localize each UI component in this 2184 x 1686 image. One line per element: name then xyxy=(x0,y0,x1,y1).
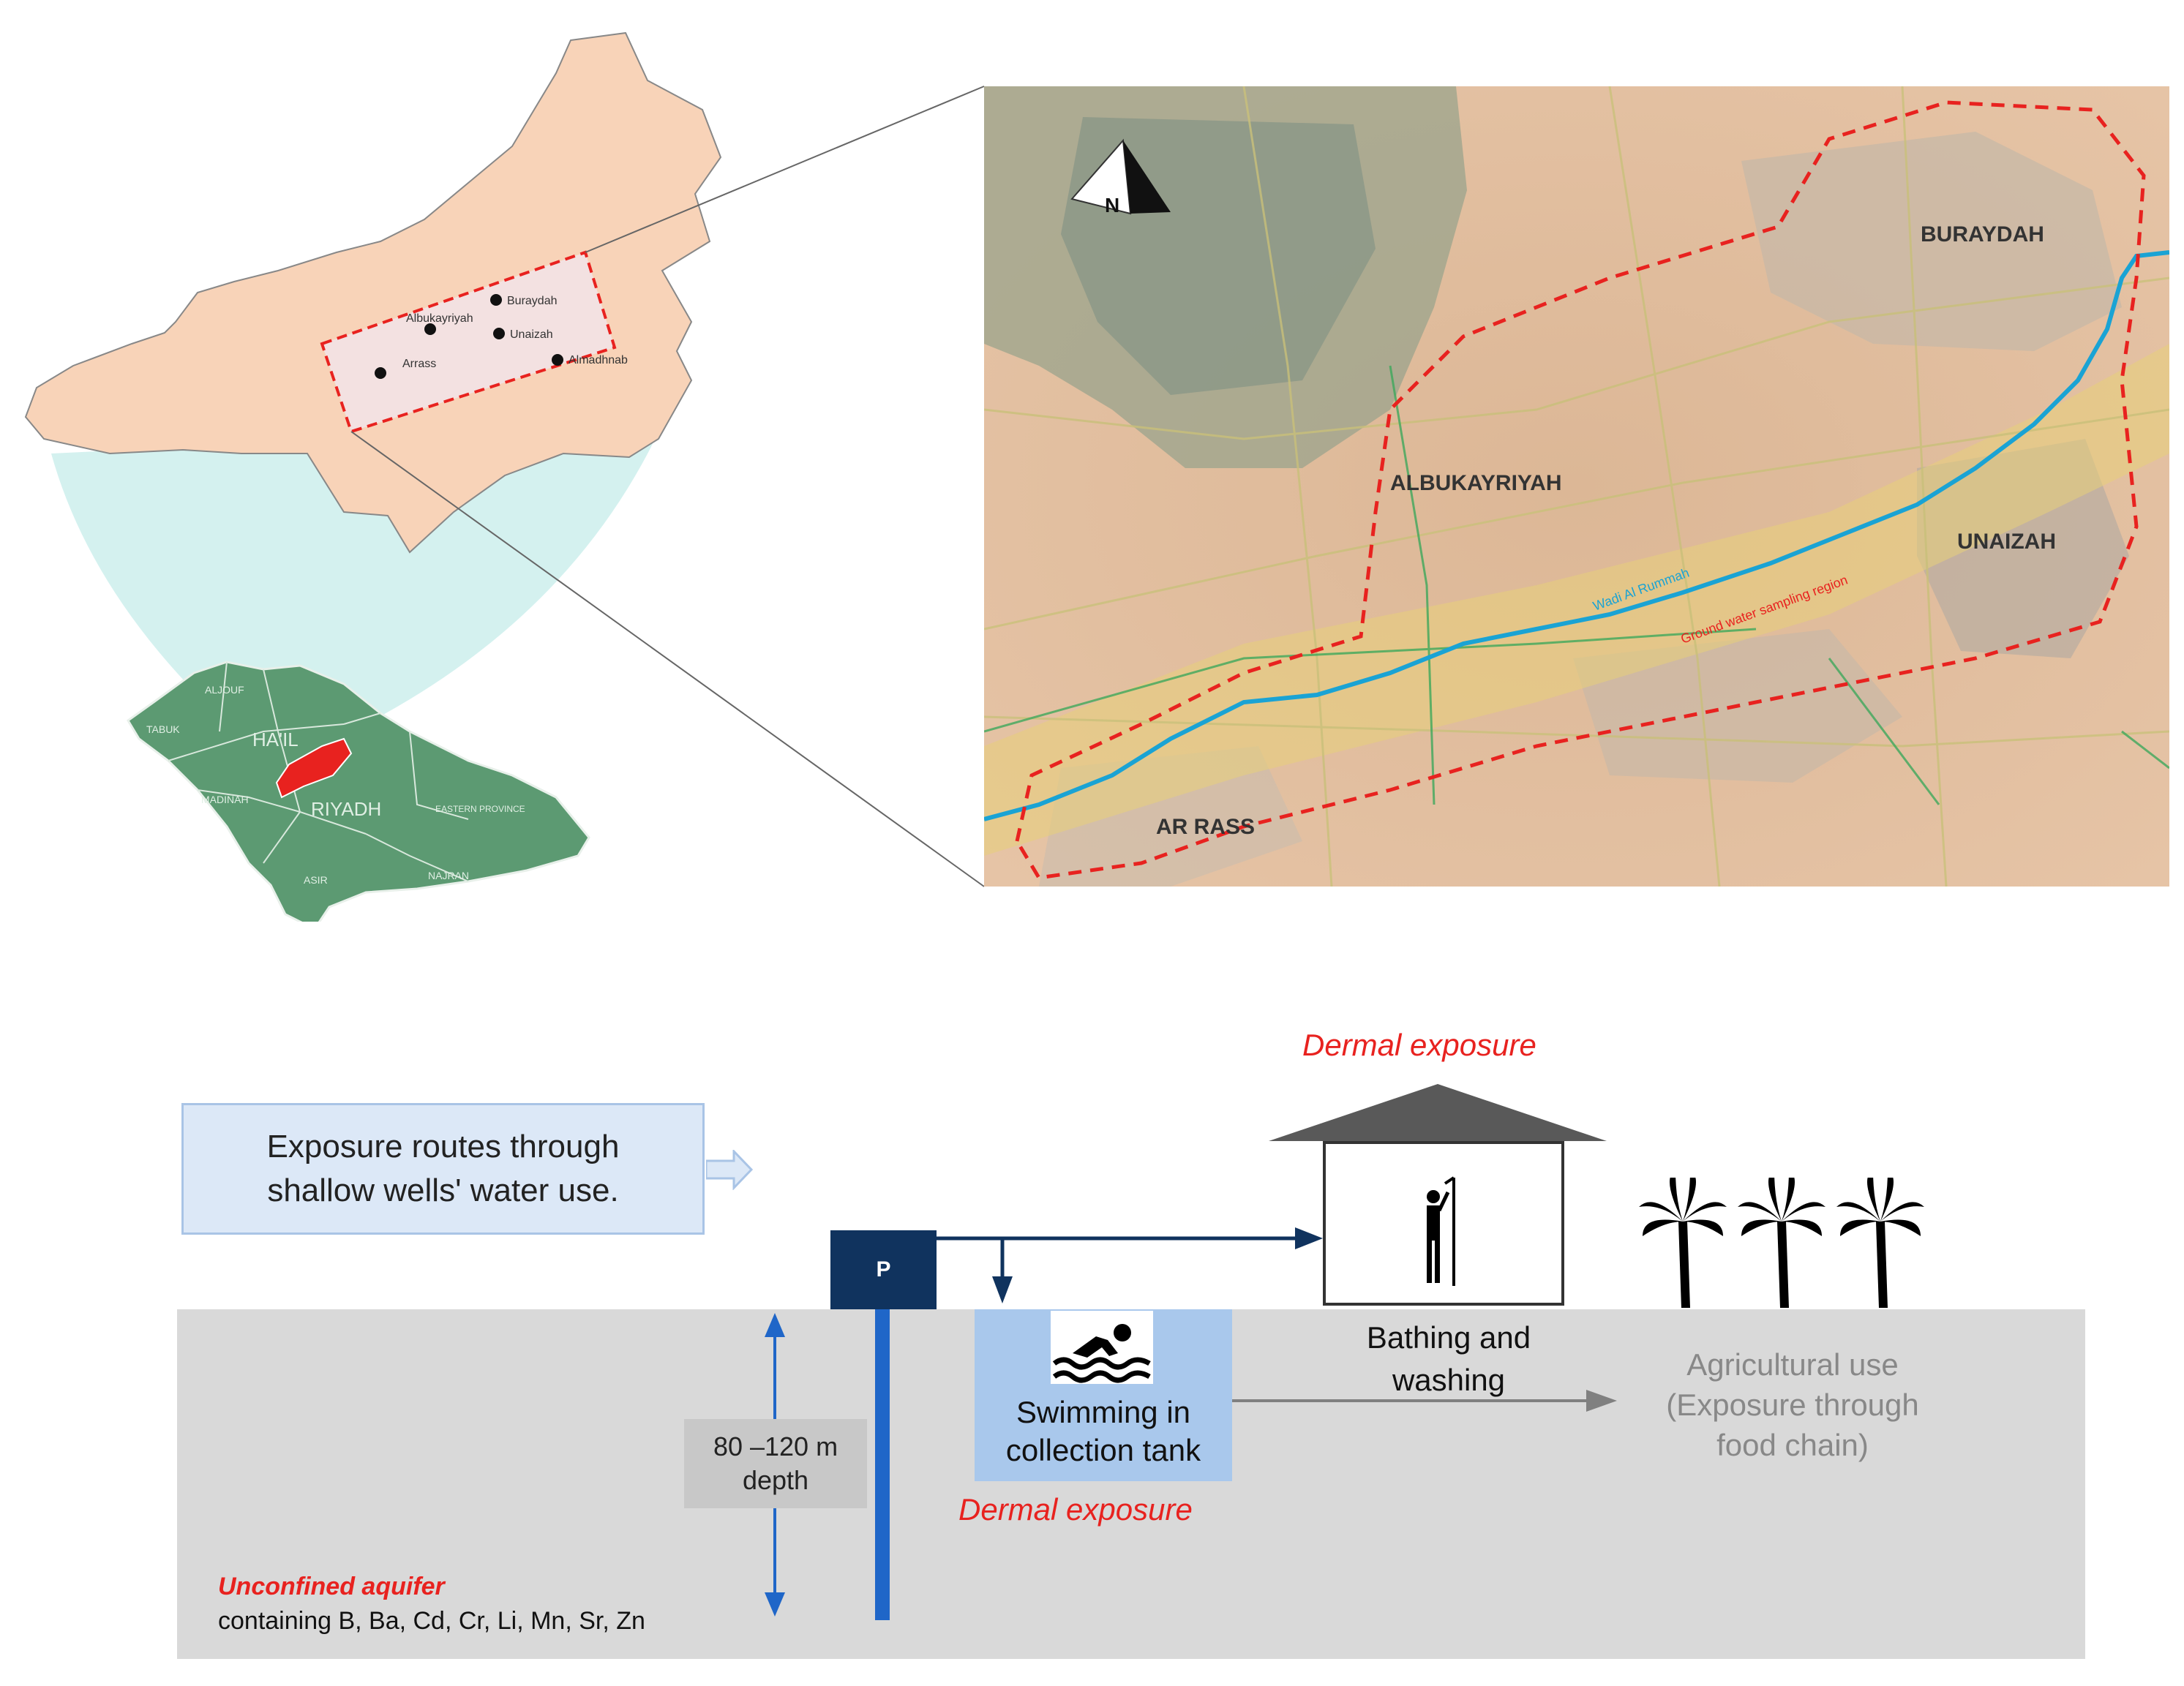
sat-label-buraydah: BURAYDAH xyxy=(1921,222,2044,246)
sat-label-albukayriyah: ALBUKAYRIYAH xyxy=(1390,471,1562,495)
bath-label: Bathing and washing xyxy=(1302,1317,1595,1401)
dermal-exposure-bottom: Dermal exposure xyxy=(958,1492,1193,1527)
swimmer-icon xyxy=(1051,1311,1153,1384)
palm-trees-icon xyxy=(1639,1178,1924,1308)
city-dot-arrass xyxy=(375,367,386,379)
city-label-arrass: Arrass xyxy=(402,358,436,370)
region-label-eastern: EASTERN PROVINCE xyxy=(435,804,525,814)
agri-line2: (Exposure through xyxy=(1666,1388,1919,1422)
city-label-albukayriyah: Albukayriyah xyxy=(406,312,473,325)
wadi-corridor xyxy=(984,344,2169,856)
north-arrow-icon: N xyxy=(1070,138,1171,217)
sat-label-ar-rass: AR RASS xyxy=(1156,815,1255,839)
city-label-almadhnab: Almadhnab xyxy=(568,354,628,366)
city-label-buraydah: Buraydah xyxy=(507,295,558,307)
exposure-routes-line1: Exposure routes through xyxy=(266,1129,620,1164)
wadi-al-rummah xyxy=(984,250,2169,821)
city-dot-buraydah xyxy=(490,294,502,306)
agri-line1: Agricultural use xyxy=(1686,1347,1899,1382)
house xyxy=(1323,1141,1564,1306)
sat-label-unaizah: UNAIZAH xyxy=(1957,530,2056,554)
tank-line2: collection tank xyxy=(1005,1433,1201,1467)
city-dot-albukayriyah xyxy=(424,323,436,335)
well-pipe xyxy=(875,1309,890,1620)
city-dot-almadhnab xyxy=(552,354,563,366)
agriculture-label: Agricultural use (Exposure through food … xyxy=(1624,1344,1961,1465)
zoom-funnel xyxy=(51,424,662,731)
region-label-asir: ASIR xyxy=(304,874,328,886)
agri-line3: food chain) xyxy=(1716,1428,1869,1462)
saudi-arabia-map: TABUK ALJOUF HA'IL MADINAH RIYADH EASTER… xyxy=(127,661,590,922)
zoom-line-bottom xyxy=(350,431,985,887)
tank-label: Swimming in collection tank xyxy=(975,1393,1232,1469)
aquifer-contaminants: containing B, Ba, Cd, Cr, Li, Mn, Sr, Zn xyxy=(218,1607,645,1635)
svg-text:N: N xyxy=(1105,194,1119,217)
region-label-najran: NAJRAN xyxy=(428,870,469,881)
dermal-exposure-top: Dermal exposure xyxy=(1302,1028,1536,1062)
arrow-right-icon xyxy=(706,1150,754,1190)
qassim-province xyxy=(24,31,722,554)
study-region-outline xyxy=(320,250,617,434)
pump-label: P xyxy=(876,1257,891,1282)
tank-line1: Swimming in xyxy=(1016,1395,1191,1429)
depth-line2: depth xyxy=(742,1465,809,1495)
pump-icon: P xyxy=(830,1230,937,1309)
bath-line2: washing xyxy=(1392,1363,1506,1397)
depth-label-box: 80 –120 m depth xyxy=(684,1419,867,1508)
shower-person-icon xyxy=(1427,1176,1455,1286)
city-dot-unaizah xyxy=(493,328,505,339)
aquifer-title: Unconfined aquifer xyxy=(218,1573,445,1600)
exposure-routes-line2: shallow wells' water use. xyxy=(267,1173,619,1208)
region-label-hail: HA'IL xyxy=(252,729,299,750)
city-markers: Buraydah Albukayriyah Unaizah Arrass Alm… xyxy=(375,294,628,379)
pump-to-tank-arrow xyxy=(992,1238,1013,1303)
bath-line1: Bathing and xyxy=(1366,1320,1531,1355)
depth-line1: 80 –120 m xyxy=(713,1431,838,1461)
region-label-madinah: MADINAH xyxy=(201,794,249,805)
exposure-routes-box: Exposure routes through shallow wells' w… xyxy=(181,1103,705,1235)
zoom-line-top xyxy=(585,86,985,253)
region-label-riyadh: RIYADH xyxy=(311,798,381,820)
sampling-region-boundary xyxy=(1015,100,2146,880)
region-label-tabuk: TABUK xyxy=(146,723,180,735)
region-label-aljouf: ALJOUF xyxy=(205,684,244,696)
house-roof xyxy=(1269,1084,1607,1141)
study-area-map: Buraydah Albukayriyah Unaizah Arrass Alm… xyxy=(24,31,2169,922)
city-label-unaizah: Unaizah xyxy=(510,328,553,341)
qassim-highlight xyxy=(275,737,353,799)
pump-to-house-arrow xyxy=(937,1227,1323,1249)
satellite-image: BURAYDAH ALBUKAYRIYAH UNAIZAH AR RASS Wa… xyxy=(984,86,2169,887)
